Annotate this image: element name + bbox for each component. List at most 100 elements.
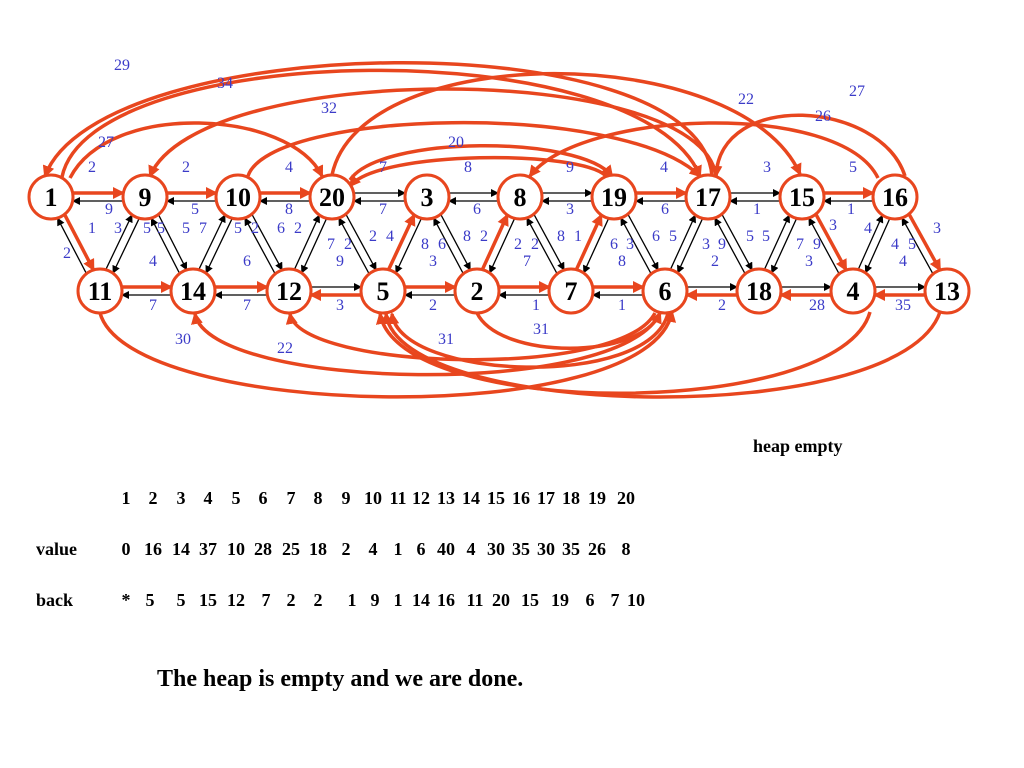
- back-cell: 5: [176, 590, 186, 610]
- edge-weight: 9: [813, 236, 821, 253]
- index-cell: 8: [313, 488, 323, 508]
- edge-weight: 5: [762, 228, 770, 245]
- undefined: [348, 155, 608, 188]
- node-15: 15: [778, 173, 826, 221]
- edge-weight: 2: [531, 236, 539, 253]
- node-2: 2: [453, 267, 501, 315]
- back-cell: 7: [610, 590, 620, 610]
- value-cell: 18: [309, 539, 327, 559]
- edge-weight: 28: [809, 297, 825, 314]
- back-cell: *: [121, 590, 131, 610]
- edge-weight: 27: [849, 83, 865, 100]
- edge-weight: 2: [88, 159, 96, 176]
- edge-weight: 2: [294, 220, 302, 237]
- edge-4-15: [808, 217, 840, 274]
- node-circle: [684, 173, 732, 221]
- value-cell: 10: [227, 539, 245, 559]
- undefined: [376, 311, 872, 395]
- node-circle: [27, 173, 75, 221]
- index-cell: 17: [537, 488, 555, 508]
- value-cell: 4: [368, 539, 378, 559]
- edge-8-7: [533, 214, 565, 271]
- edge-weight: 3: [626, 236, 634, 253]
- node-label: 14: [180, 277, 206, 306]
- value-cell: 26: [588, 539, 606, 559]
- edge-weight: 31: [533, 321, 549, 338]
- back-cell: 10: [627, 590, 645, 610]
- edge-weight: 2: [344, 236, 352, 253]
- back-cell: 11: [466, 590, 484, 610]
- edge-10-12: [251, 214, 283, 271]
- value-cell: 0: [121, 539, 131, 559]
- edge-weight: 3: [805, 253, 813, 270]
- value-cell: 16: [144, 539, 162, 559]
- edge-17-18: [721, 214, 753, 271]
- heap-status: heap empty: [753, 436, 843, 456]
- edge-weight: 29: [114, 57, 130, 74]
- edge-weight: 22: [277, 340, 293, 357]
- back-cell: 2: [286, 590, 296, 610]
- undefined: [528, 121, 880, 179]
- edge-9-11: [112, 218, 140, 274]
- edge-18-15: [763, 214, 790, 270]
- edge-weight: 34: [217, 75, 233, 92]
- index-cell: 19: [588, 488, 606, 508]
- edge-weight: 3: [829, 217, 837, 234]
- edge-weight: 2: [480, 228, 488, 245]
- edge-weight: 30: [175, 331, 191, 348]
- edge-weight: 5: [234, 220, 242, 237]
- edge-weight: 5: [849, 159, 857, 176]
- node-17: 17: [684, 173, 732, 221]
- edge-weight: 6: [610, 236, 618, 253]
- edge-weight: 6: [661, 201, 669, 218]
- node-7: 7: [547, 267, 595, 315]
- index-cell: 2: [148, 488, 158, 508]
- index-cell: 1: [121, 488, 131, 508]
- edge-weight: 20: [448, 134, 464, 151]
- edge-weight: 5: [182, 220, 190, 237]
- undefined: [60, 68, 702, 178]
- node-circle: [265, 267, 313, 315]
- node-label: 17: [695, 183, 721, 212]
- back-cell: 6: [585, 590, 595, 610]
- index-cell: 9: [341, 488, 351, 508]
- edge-weight: 4: [149, 253, 157, 270]
- index-cell: 3: [176, 488, 186, 508]
- edge-weight: 7: [327, 236, 335, 253]
- edge-weight: 4: [285, 159, 293, 176]
- back-cell: 20: [492, 590, 510, 610]
- index-cell: 10: [364, 488, 382, 508]
- undefined: [68, 121, 324, 179]
- node-1: 1: [27, 173, 75, 221]
- edge-8-2: [489, 218, 516, 274]
- back-cell: 15: [199, 590, 217, 610]
- edge-11-1: [57, 217, 87, 274]
- node-label: 6: [659, 277, 672, 306]
- value-cell: 6: [416, 539, 426, 559]
- edge-weight: 9: [105, 201, 113, 218]
- node-circle: [359, 267, 407, 315]
- edge-10-14: [205, 218, 233, 274]
- node-label: 16: [882, 183, 908, 212]
- tree-edge-15-4: [814, 213, 848, 272]
- edge-weight: 5: [908, 236, 916, 253]
- node-circle: [871, 173, 919, 221]
- edge-5-20: [338, 217, 370, 274]
- edge-weight: 1: [847, 201, 855, 218]
- edge-weight: 3: [336, 297, 344, 314]
- node-20: 20: [308, 173, 356, 221]
- edge-weight: 7: [243, 297, 251, 314]
- node-label: 7: [565, 277, 578, 306]
- index-cell: 20: [617, 488, 635, 508]
- edge-6-19: [620, 217, 652, 274]
- edge-weight: 6: [277, 220, 285, 237]
- undefined: [348, 144, 614, 182]
- node-14: 14: [169, 267, 217, 315]
- node-19: 19: [590, 173, 638, 221]
- value-cell: 1: [393, 539, 403, 559]
- tree-edge-2-8: [480, 213, 509, 271]
- undefined: [191, 312, 662, 377]
- edge-weight: 4: [660, 159, 668, 176]
- index-cell: 7: [286, 488, 296, 508]
